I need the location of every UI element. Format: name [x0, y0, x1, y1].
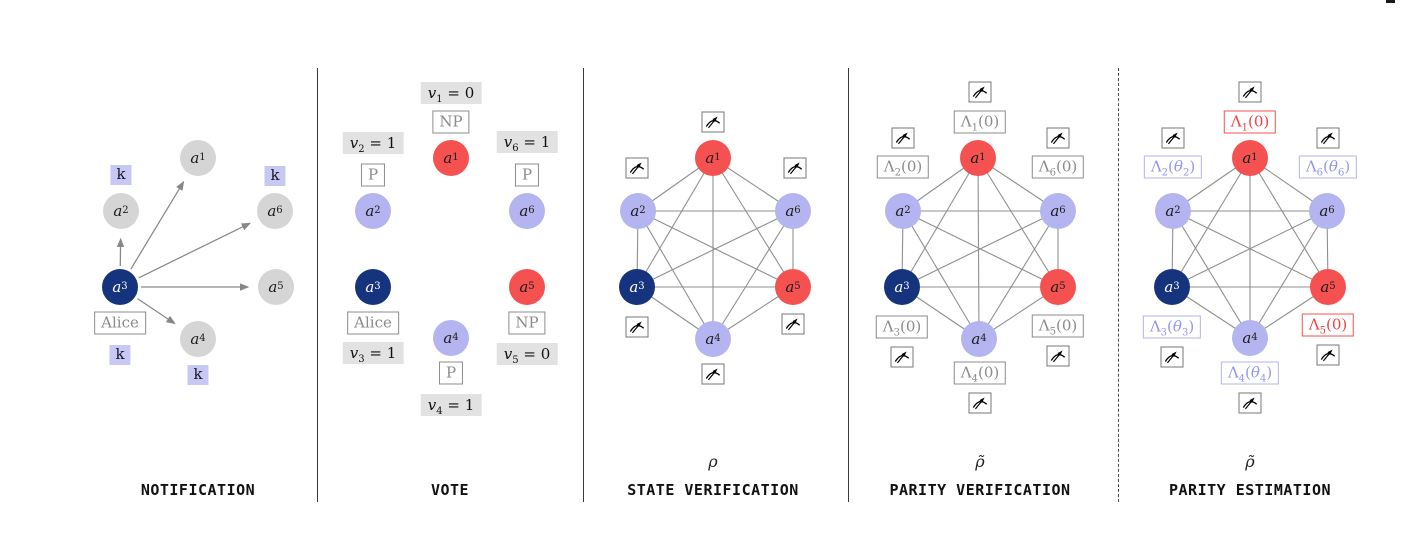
graph-edge	[901, 210, 904, 288]
graph-edge	[1172, 157, 1251, 212]
graph-edge	[977, 157, 1059, 288]
graph-edge	[712, 157, 794, 288]
graph-edge	[1249, 157, 1328, 212]
graph-edge	[1249, 210, 1328, 339]
graph-edge	[902, 210, 980, 340]
notification-arrow	[138, 222, 251, 279]
graph-edge	[1326, 210, 1329, 288]
graph-edge	[978, 286, 1059, 340]
panel-separator-2	[583, 68, 584, 502]
graph-edge	[978, 210, 1059, 340]
graph-edge	[636, 210, 639, 288]
panel-separator-3	[848, 68, 849, 502]
graph-edge	[637, 157, 714, 212]
panel-separator-4-dashed	[1118, 68, 1119, 502]
notification-arrow	[137, 298, 176, 325]
graph-edge	[1249, 157, 1329, 288]
graph-edge	[636, 157, 714, 288]
graph-edge	[1171, 286, 1251, 339]
graph-edge	[1172, 210, 1251, 339]
graph-edge	[636, 286, 714, 340]
panel-separator-1	[317, 68, 318, 502]
graph-edge	[977, 157, 1059, 212]
graph-edge	[712, 210, 794, 340]
graph-edge	[901, 157, 979, 288]
notification-arrow	[130, 180, 185, 270]
graph-edge	[1171, 210, 1328, 288]
graph-edge	[637, 210, 714, 340]
graph-edge	[901, 210, 1059, 288]
page-edge-artifact	[1386, 0, 1395, 3]
graph-edge	[636, 210, 794, 288]
graph-edge	[712, 157, 794, 212]
graph-edge	[1171, 210, 1174, 288]
graph-edge	[712, 286, 794, 340]
graph-edge	[902, 157, 979, 212]
graph-edge	[1249, 286, 1329, 339]
graph-edge	[1171, 157, 1251, 288]
graph-edge	[901, 286, 980, 340]
